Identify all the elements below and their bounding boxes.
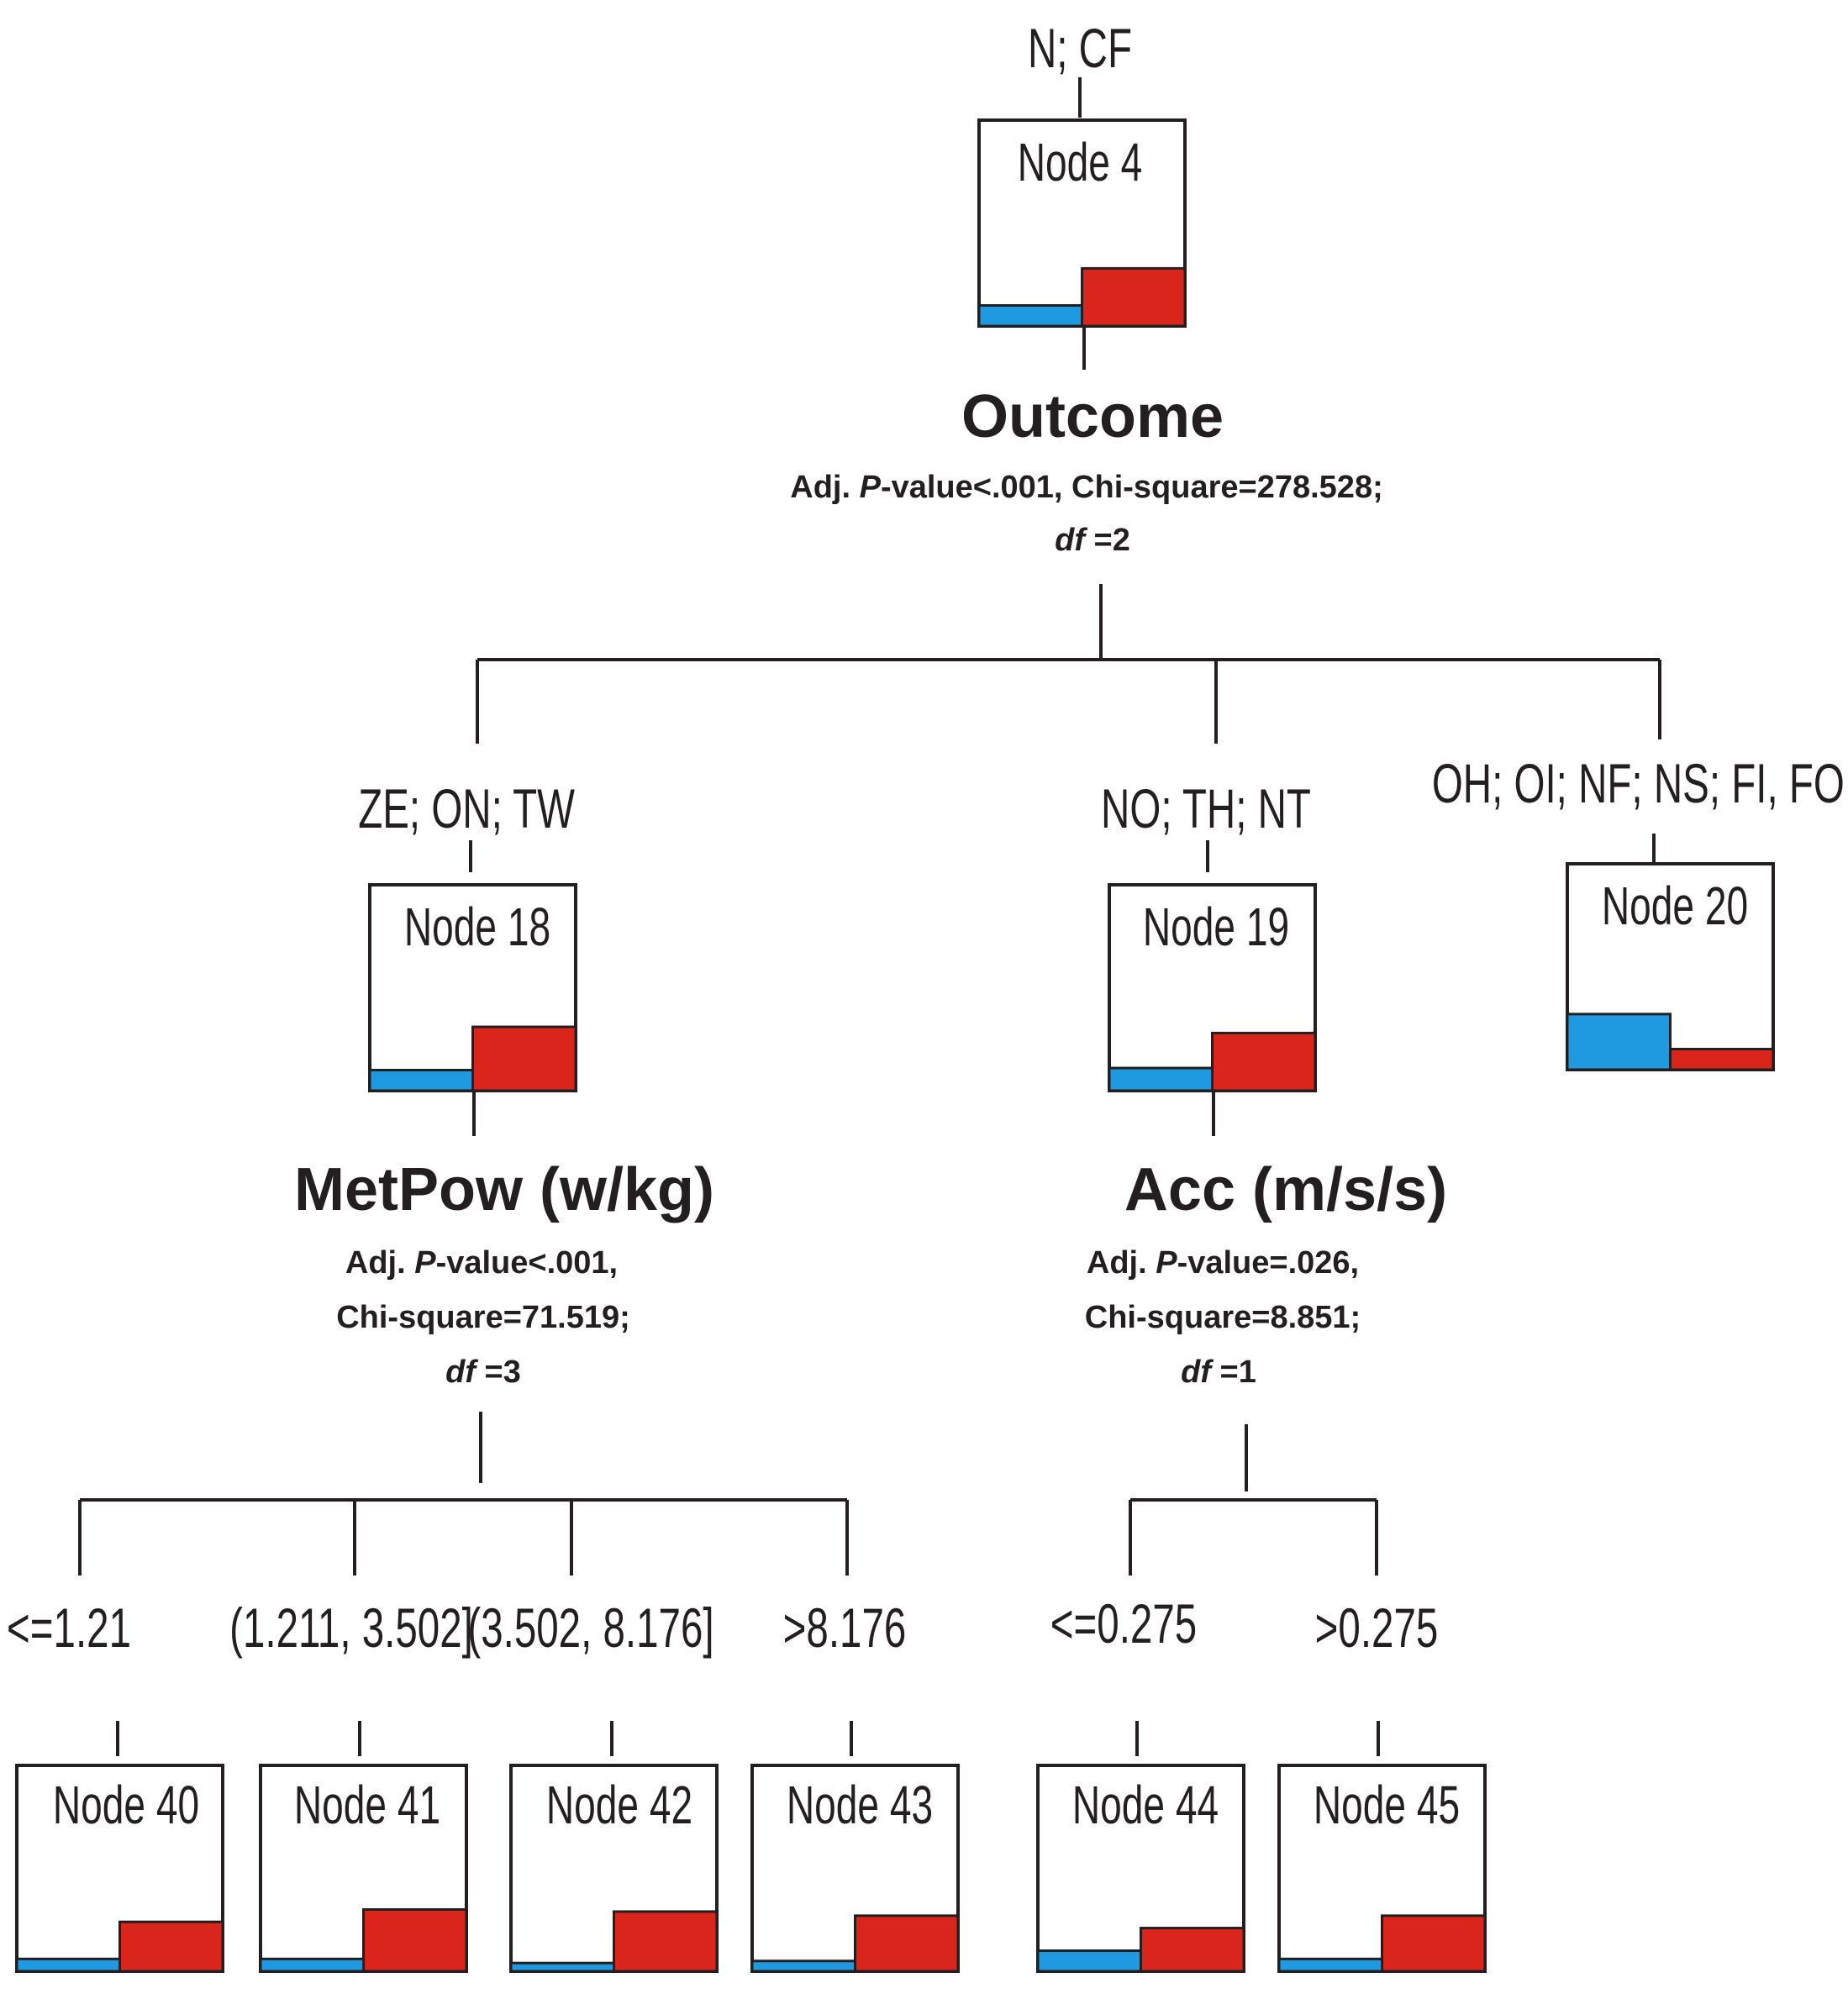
branch-labels: N; CF ZE; ON; TW NO; TH; NT OH; OI; NF; … bbox=[7, 18, 1848, 1659]
split-variable-metpow: MetPow (w/kg) bbox=[294, 1156, 714, 1223]
branch-label-node-45: >0.275 bbox=[1315, 1597, 1439, 1659]
branch-label-node-18: ZE; ON; TW bbox=[358, 778, 575, 839]
node-43-title: Node 43 bbox=[787, 1775, 933, 1835]
split-variable-outcome: Outcome bbox=[961, 383, 1224, 450]
split-stats-metpow: Adj. P-value<.001, bbox=[345, 1245, 618, 1281]
branch-label-node-19: NO; TH; NT bbox=[1101, 778, 1311, 839]
tree-connectors bbox=[78, 77, 1661, 1756]
blue-bar-n40 bbox=[15, 1957, 121, 1973]
node-19: Node 19 bbox=[1108, 883, 1317, 1092]
blue-bar-n42 bbox=[509, 1961, 615, 1973]
branch-label-node-43: >8.176 bbox=[783, 1597, 907, 1659]
node-45: Node 45 bbox=[1277, 1764, 1487, 1973]
node-45-title: Node 45 bbox=[1314, 1775, 1460, 1835]
red-bar-n40 bbox=[118, 1920, 224, 1973]
split-variable-acc: Acc (m/s/s) bbox=[1124, 1156, 1447, 1223]
blue-bar-n43 bbox=[750, 1960, 856, 1973]
split-acc: Acc (m/s/s) Adj. P-value=.026, Chi-squar… bbox=[1085, 1156, 1447, 1390]
node-19-title: Node 19 bbox=[1143, 897, 1289, 957]
red-bar-n43 bbox=[854, 1914, 960, 1973]
node-43-bars bbox=[750, 1914, 960, 1973]
branch-label-node-44: <=0.275 bbox=[1050, 1593, 1197, 1654]
node-18-title: Node 18 bbox=[404, 897, 550, 957]
red-bar-n20 bbox=[1669, 1048, 1775, 1071]
red-bar-n41 bbox=[362, 1908, 468, 1973]
blue-bar-n18 bbox=[368, 1069, 474, 1092]
split-stats-acc: Adj. P-value=.026, bbox=[1087, 1245, 1359, 1281]
blue-bar-n20 bbox=[1566, 1013, 1672, 1071]
node-42: Node 42 bbox=[509, 1764, 719, 1973]
node-42-bars bbox=[509, 1910, 719, 1973]
branch-label-node-42: (3.502, 8.176] bbox=[467, 1597, 713, 1659]
branch-label-root: N; CF bbox=[1028, 18, 1132, 79]
branch-label-node-40: <=1.21 bbox=[7, 1597, 131, 1659]
node-40-bars bbox=[15, 1920, 224, 1973]
node-41-bars bbox=[259, 1908, 468, 1973]
split-chi-acc: Chi-square=8.851; bbox=[1085, 1300, 1361, 1335]
red-bar-n44 bbox=[1140, 1927, 1245, 1973]
red-bar-n19 bbox=[1211, 1031, 1317, 1092]
node-41-title: Node 41 bbox=[294, 1775, 440, 1835]
split-metpow: MetPow (w/kg) Adj. P-value<.001, Chi-squ… bbox=[294, 1156, 714, 1390]
split-chi-metpow: Chi-square=71.519; bbox=[336, 1300, 630, 1335]
node-44: Node 44 bbox=[1036, 1764, 1245, 1973]
node-40: Node 40 bbox=[15, 1764, 224, 1973]
node-43: Node 43 bbox=[750, 1764, 960, 1973]
branch-label-node-20: OH; OI; NF; NS; FI, FO, SI bbox=[1432, 753, 1848, 814]
node-19-bars bbox=[1108, 1031, 1317, 1092]
split-df-outcome: df =2 bbox=[1055, 523, 1130, 558]
node-41: Node 41 bbox=[259, 1764, 468, 1973]
split-outcome: Outcome Adj. P-value<.001, Chi-square=27… bbox=[790, 383, 1382, 558]
blue-bar-n45 bbox=[1277, 1957, 1383, 1973]
branch-label-node-41: (1.211, 3.502] bbox=[229, 1597, 473, 1659]
red-bar-n18 bbox=[471, 1025, 577, 1092]
split-df-metpow: df =3 bbox=[445, 1355, 521, 1390]
blue-bar-n44 bbox=[1036, 1949, 1142, 1973]
node-18-bars bbox=[368, 1025, 577, 1092]
node-20-bars bbox=[1566, 1013, 1775, 1071]
node-45-bars bbox=[1277, 1914, 1487, 1973]
blue-bar-n4 bbox=[977, 304, 1083, 328]
red-bar-n42 bbox=[613, 1910, 719, 1973]
node-18: Node 18 bbox=[368, 883, 577, 1092]
node-4-title: Node 4 bbox=[1018, 133, 1143, 192]
node-42-title: Node 42 bbox=[546, 1775, 692, 1835]
node-20-title: Node 20 bbox=[1602, 876, 1748, 936]
node-44-bars bbox=[1036, 1927, 1245, 1973]
node-40-title: Node 40 bbox=[53, 1775, 199, 1835]
red-bar-n4 bbox=[1081, 266, 1187, 328]
blue-bar-n41 bbox=[259, 1957, 365, 1973]
blue-bar-n19 bbox=[1108, 1066, 1214, 1092]
node-4-bars bbox=[977, 266, 1187, 328]
node-44-title: Node 44 bbox=[1072, 1775, 1219, 1835]
node-20: Node 20 bbox=[1566, 862, 1775, 1071]
red-bar-n45 bbox=[1381, 1914, 1487, 1973]
split-df-acc: df =1 bbox=[1181, 1355, 1256, 1390]
split-stats-outcome: Adj. P-value<.001, Chi-square=278.528; bbox=[790, 470, 1382, 505]
node-4: Node 4 bbox=[977, 118, 1187, 328]
